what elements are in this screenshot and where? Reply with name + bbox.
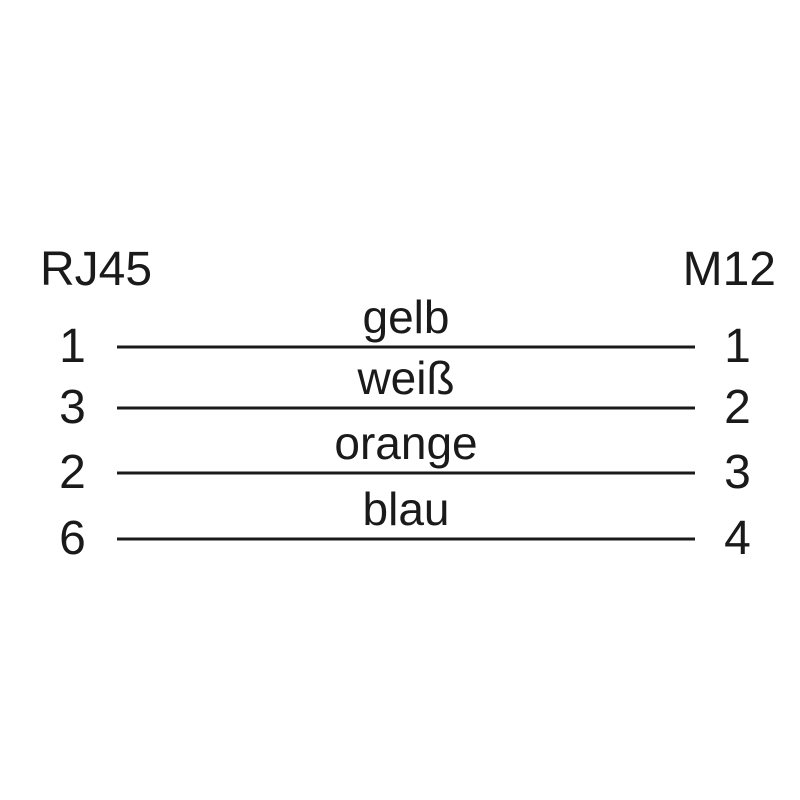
wire-line: [117, 537, 695, 541]
left-pin-number: 6: [59, 512, 86, 565]
wire: weiß: [117, 355, 695, 443]
connection-row: 1 gelb 1: [0, 294, 800, 382]
wire: orange: [117, 420, 695, 508]
right-pin-number: 4: [724, 512, 751, 565]
wire-color-label: blau: [362, 483, 450, 535]
wire-color-label: gelb: [362, 291, 450, 343]
wire: gelb: [117, 294, 695, 382]
wire-color-label: weiß: [357, 352, 455, 404]
left-pin-number: 2: [59, 446, 86, 499]
right-connector-label: M12: [682, 243, 776, 296]
right-pin-number: 2: [724, 381, 751, 434]
left-pin-number: 3: [59, 381, 86, 434]
right-pin-number: 1: [724, 320, 751, 373]
wire-color-label: orange: [334, 417, 478, 469]
wire-line: [117, 471, 695, 475]
right-pin-number: 3: [724, 446, 751, 499]
left-pin-number: 1: [59, 320, 86, 373]
wire-line: [117, 406, 695, 410]
connection-row: 2 orange 3: [0, 420, 800, 508]
wire-line: [117, 345, 695, 349]
connection-row: 3 weiß 2: [0, 355, 800, 443]
connection-row: 6 blau 4: [0, 486, 800, 574]
left-connector-label: RJ45: [40, 243, 153, 296]
wire: blau: [117, 486, 695, 574]
